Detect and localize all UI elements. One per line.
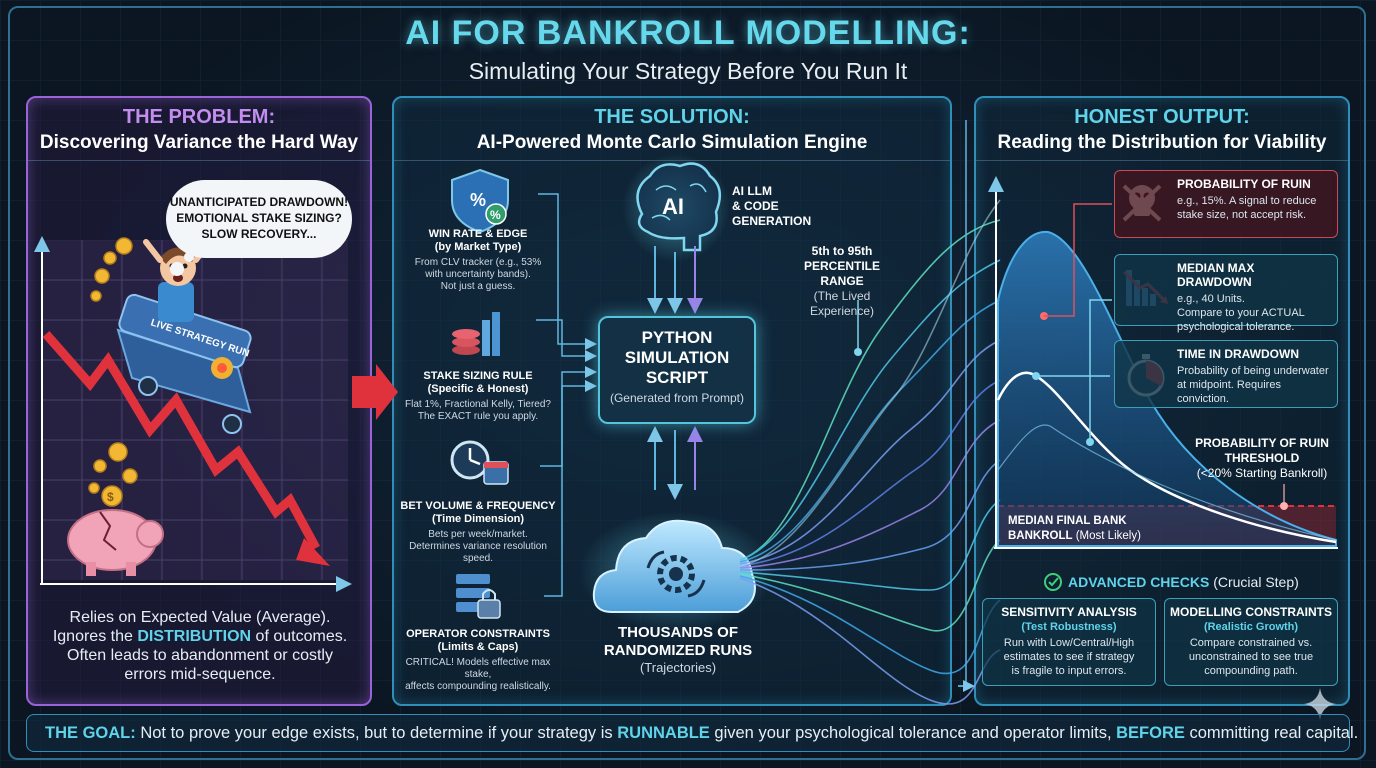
ai-to-script-arrows	[647, 246, 703, 314]
ai-brain-icon: AI	[622, 154, 730, 262]
problem-desc-line: Often leads to abandonment or costly	[67, 647, 333, 664]
output-kicker: HONEST OUTPUT:	[1074, 106, 1250, 128]
svg-text:%: %	[470, 190, 486, 210]
median-max-drawdown-card: MEDIAN MAX DRAWDOWN e.g., 40 Units.Compa…	[1114, 254, 1338, 333]
problem-to-solution-arrow	[352, 364, 398, 420]
ruin-threshold-label: PROBABILITY OF RUIN THRESHOLD (<20% Star…	[1195, 436, 1329, 480]
randomized-runs-label: THOUSANDS OF RANDOMIZED RUNS (Trajectori…	[603, 624, 753, 675]
goal-banner: THE GOAL: Not to prove your edge exists,…	[26, 714, 1358, 752]
svg-text:%: %	[490, 208, 501, 222]
advanced-checks-heading: ADVANCED CHECKS (Crucial Step)	[1068, 574, 1299, 590]
thought-dot	[184, 252, 194, 262]
input-win-rate: WIN RATE & EDGE (by Market Type) From CL…	[414, 228, 542, 292]
thought-dot	[170, 262, 184, 276]
server-lock-icon	[456, 574, 501, 619]
trajectory-fan	[739, 199, 1001, 705]
ai-mark: AI	[662, 194, 684, 219]
input-bet-volume: BET VOLUME & FREQUENCY (Time Dimension) …	[400, 500, 556, 564]
problem-description: Relies on Expected Value (Average). Igno…	[40, 608, 360, 684]
page-subtitle: Simulating Your Strategy Before You Run …	[468, 58, 908, 84]
problem-desc-line: Ignores the DISTRIBUTION of outcomes.	[52, 628, 348, 645]
coin-stack-icon	[452, 312, 500, 356]
output-heading: Reading the Distribution for Viability	[997, 132, 1327, 153]
cloud-gears-icon	[578, 512, 774, 632]
problem-heading: Discovering Variance the Hard Way	[39, 132, 359, 153]
script-runs-arrows	[647, 426, 703, 500]
piggy-bank-icon: $	[67, 485, 164, 576]
modelling-constraints-card: MODELLING CONSTRAINTS (Realistic Growth)…	[1164, 598, 1338, 686]
solution-header: THE SOLUTION: AI-Powered Monte Carlo Sim…	[394, 98, 950, 161]
coaster-cart: LIVE STRATEGY RUN	[116, 293, 252, 434]
percent-shield-icon: % %	[451, 168, 509, 234]
check-circle-icon	[1044, 573, 1062, 591]
thought-bubble: UNANTICIPATED DRAWDOWN! EMOTIONAL STAKE …	[166, 180, 352, 258]
problem-header: THE PROBLEM: Discovering Variance the Ha…	[28, 98, 370, 161]
input-connectors	[536, 193, 597, 597]
sensitivity-analysis-card: SENSITIVITY ANALYSIS (Test Robustness) R…	[982, 598, 1156, 686]
drawdown-arrow	[42, 331, 320, 551]
input-stake-sizing: STAKE SIZING RULE (Specific & Honest) Fl…	[405, 370, 551, 422]
problem-desc-line: Relies on Expected Value (Average).	[69, 609, 331, 626]
distribution-chart	[988, 176, 1338, 549]
time-in-drawdown-card: TIME IN DRAWDOWN Probability of being un…	[1114, 340, 1338, 408]
percentile-marker	[854, 348, 862, 356]
sparkle-icon	[1304, 688, 1336, 720]
flying-coins	[88, 237, 138, 494]
problem-desc-line: errors mid-sequence.	[124, 666, 276, 683]
probability-of-ruin-card: PROBABILITY OF RUIN e.g., 15%. A signal …	[1114, 170, 1338, 238]
bubble-line: EMOTIONAL STAKE SIZING?	[176, 211, 342, 225]
solution-kicker: THE SOLUTION:	[594, 106, 750, 128]
clock-calendar-icon	[450, 440, 509, 485]
solution-heading: AI-Powered Monte Carlo Simulation Engine	[476, 132, 868, 153]
outer-frame	[8, 6, 1366, 760]
median-final-bankroll-label: MEDIAN FINAL BANK BANKROLL (Most Likely)	[1008, 515, 1141, 542]
bubble-line: UNANTICIPATED DRAWDOWN!	[169, 195, 349, 209]
page-title: AI FOR BANKROLL MODELLING:	[405, 14, 971, 52]
output-header: HONEST OUTPUT: Reading the Distribution …	[976, 98, 1348, 161]
bubble-line: SLOW RECOVERY...	[201, 227, 317, 241]
problem-kicker: THE PROBLEM:	[122, 106, 276, 128]
input-operator-constraints: OPERATOR CONSTRAINTS (Limits & Caps) CRI…	[405, 628, 551, 692]
coin-dollar-glyph: $	[107, 490, 114, 504]
